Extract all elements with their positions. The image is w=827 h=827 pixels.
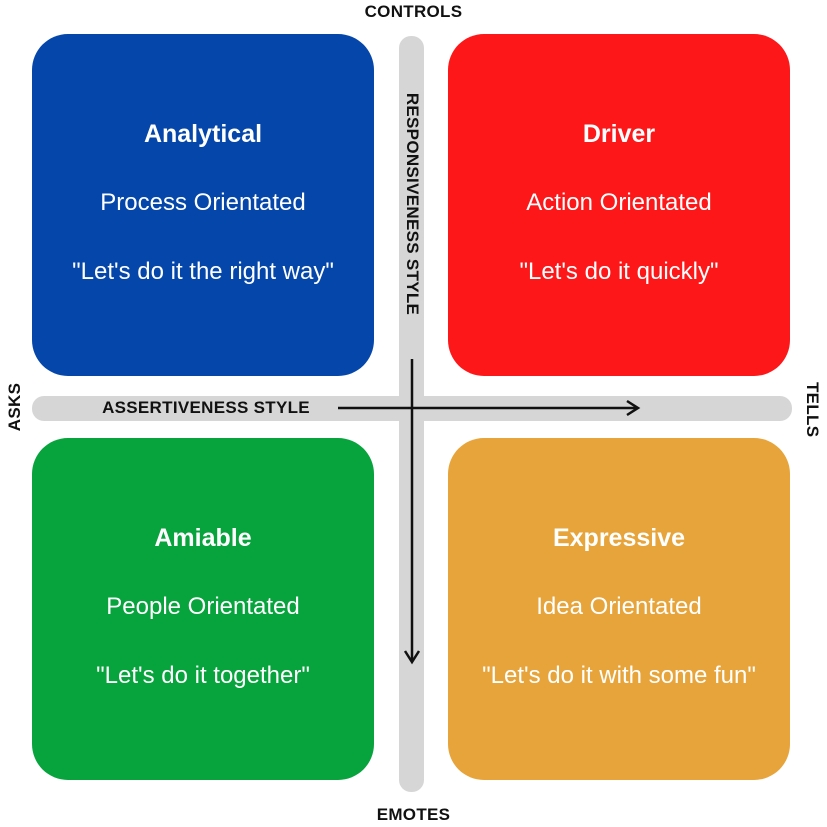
quadrant-driver: Driver Action Orientated "Let's do it qu… — [448, 34, 790, 376]
quadrant-title: Expressive — [552, 524, 686, 552]
quadrant-orientation: People Orientated — [106, 593, 300, 620]
quadrant-title: Analytical — [143, 120, 263, 148]
quadrant-quote: "Let's do it the right way" — [72, 258, 334, 285]
responsiveness-style-label: RESPONSIVENESS STYLE — [403, 92, 422, 316]
axis-label-left: ASKS — [5, 382, 24, 432]
axis-label-right: TELLS — [803, 382, 822, 438]
quadrant-quote: "Let's do it with some fun" — [482, 662, 756, 689]
quadrant-analytical: Analytical Process Orientated "Let's do … — [32, 34, 374, 376]
assertiveness-arrowhead — [626, 399, 641, 417]
assertiveness-style-label: ASSERTIVENESS STYLE — [102, 398, 310, 417]
quadrant-quote: "Let's do it together" — [96, 662, 310, 689]
responsiveness-arrowhead — [403, 650, 421, 665]
quadrant-orientation: Action Orientated — [526, 189, 712, 216]
axis-label-top: CONTROLS — [364, 2, 463, 21]
quadrant-amiable: Amiable People Orientated "Let's do it t… — [32, 438, 374, 780]
quadrant-quote: "Let's do it quickly" — [519, 258, 719, 285]
quadrant-title: Amiable — [154, 524, 252, 552]
axis-label-bottom: EMOTES — [376, 805, 451, 824]
quadrant-orientation: Idea Orientated — [536, 593, 702, 620]
quadrant-title: Driver — [582, 120, 656, 148]
quadrant-orientation: Process Orientated — [100, 189, 306, 216]
quadrant-expressive: Expressive Idea Orientated "Let's do it … — [448, 438, 790, 780]
